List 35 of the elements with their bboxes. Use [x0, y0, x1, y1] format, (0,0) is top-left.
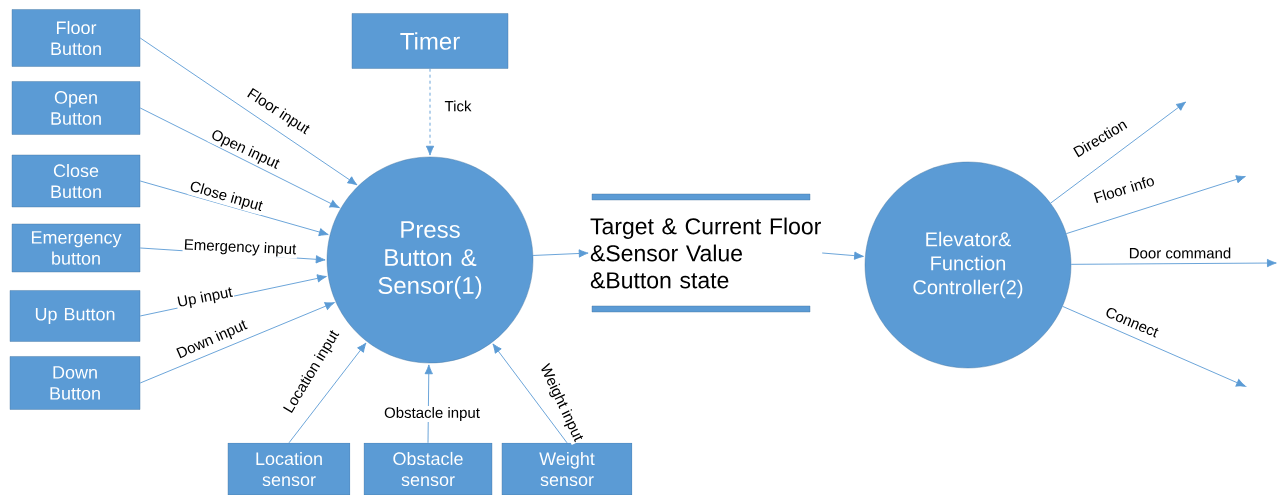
arrow: [1062, 305, 1246, 387]
edge-label: Tick: [443, 99, 473, 113]
process-box: Obstacle sensor: [363, 442, 493, 495]
process-box: Up Button: [9, 290, 141, 342]
arrow: [139, 302, 335, 384]
edge-label: Close input: [186, 178, 266, 216]
arrow: [424, 364, 433, 444]
arrow: [139, 37, 358, 186]
arrow: [821, 251, 864, 260]
node-label: Target & Current Floor &Sensor Value &Button state: [590, 217, 821, 289]
edge-label: Floor info: [1091, 173, 1157, 205]
data-store: Target & Current Floor &Sensor Value &Button state: [590, 193, 821, 313]
process-box: Emergency button: [11, 223, 141, 273]
arrow: [1050, 101, 1187, 204]
edge-label: Open input: [207, 126, 283, 174]
process-box: Floor Button: [11, 9, 141, 67]
edge-label: Emergency input: [182, 237, 298, 259]
edge-label: Down input: [173, 317, 251, 363]
process-box: Weight sensor: [501, 442, 633, 495]
arrow: [492, 343, 568, 444]
arrow: [288, 342, 367, 444]
arrow: [425, 68, 435, 156]
arrow: [532, 249, 589, 258]
arrow: [139, 180, 329, 237]
edge-label: Up input: [175, 284, 235, 312]
arrow: [1070, 258, 1277, 268]
arrow: [1065, 175, 1246, 235]
edge-label: Obstacle input: [383, 406, 481, 422]
process-box: Open Button: [11, 81, 141, 135]
process-box: Down Button: [9, 356, 141, 410]
arrow: [139, 107, 340, 209]
process-box: Location sensor: [227, 442, 351, 495]
process-box: Close Button: [11, 154, 141, 208]
process-box: Timer: [351, 13, 509, 69]
edge-label: Door command: [1127, 246, 1233, 260]
